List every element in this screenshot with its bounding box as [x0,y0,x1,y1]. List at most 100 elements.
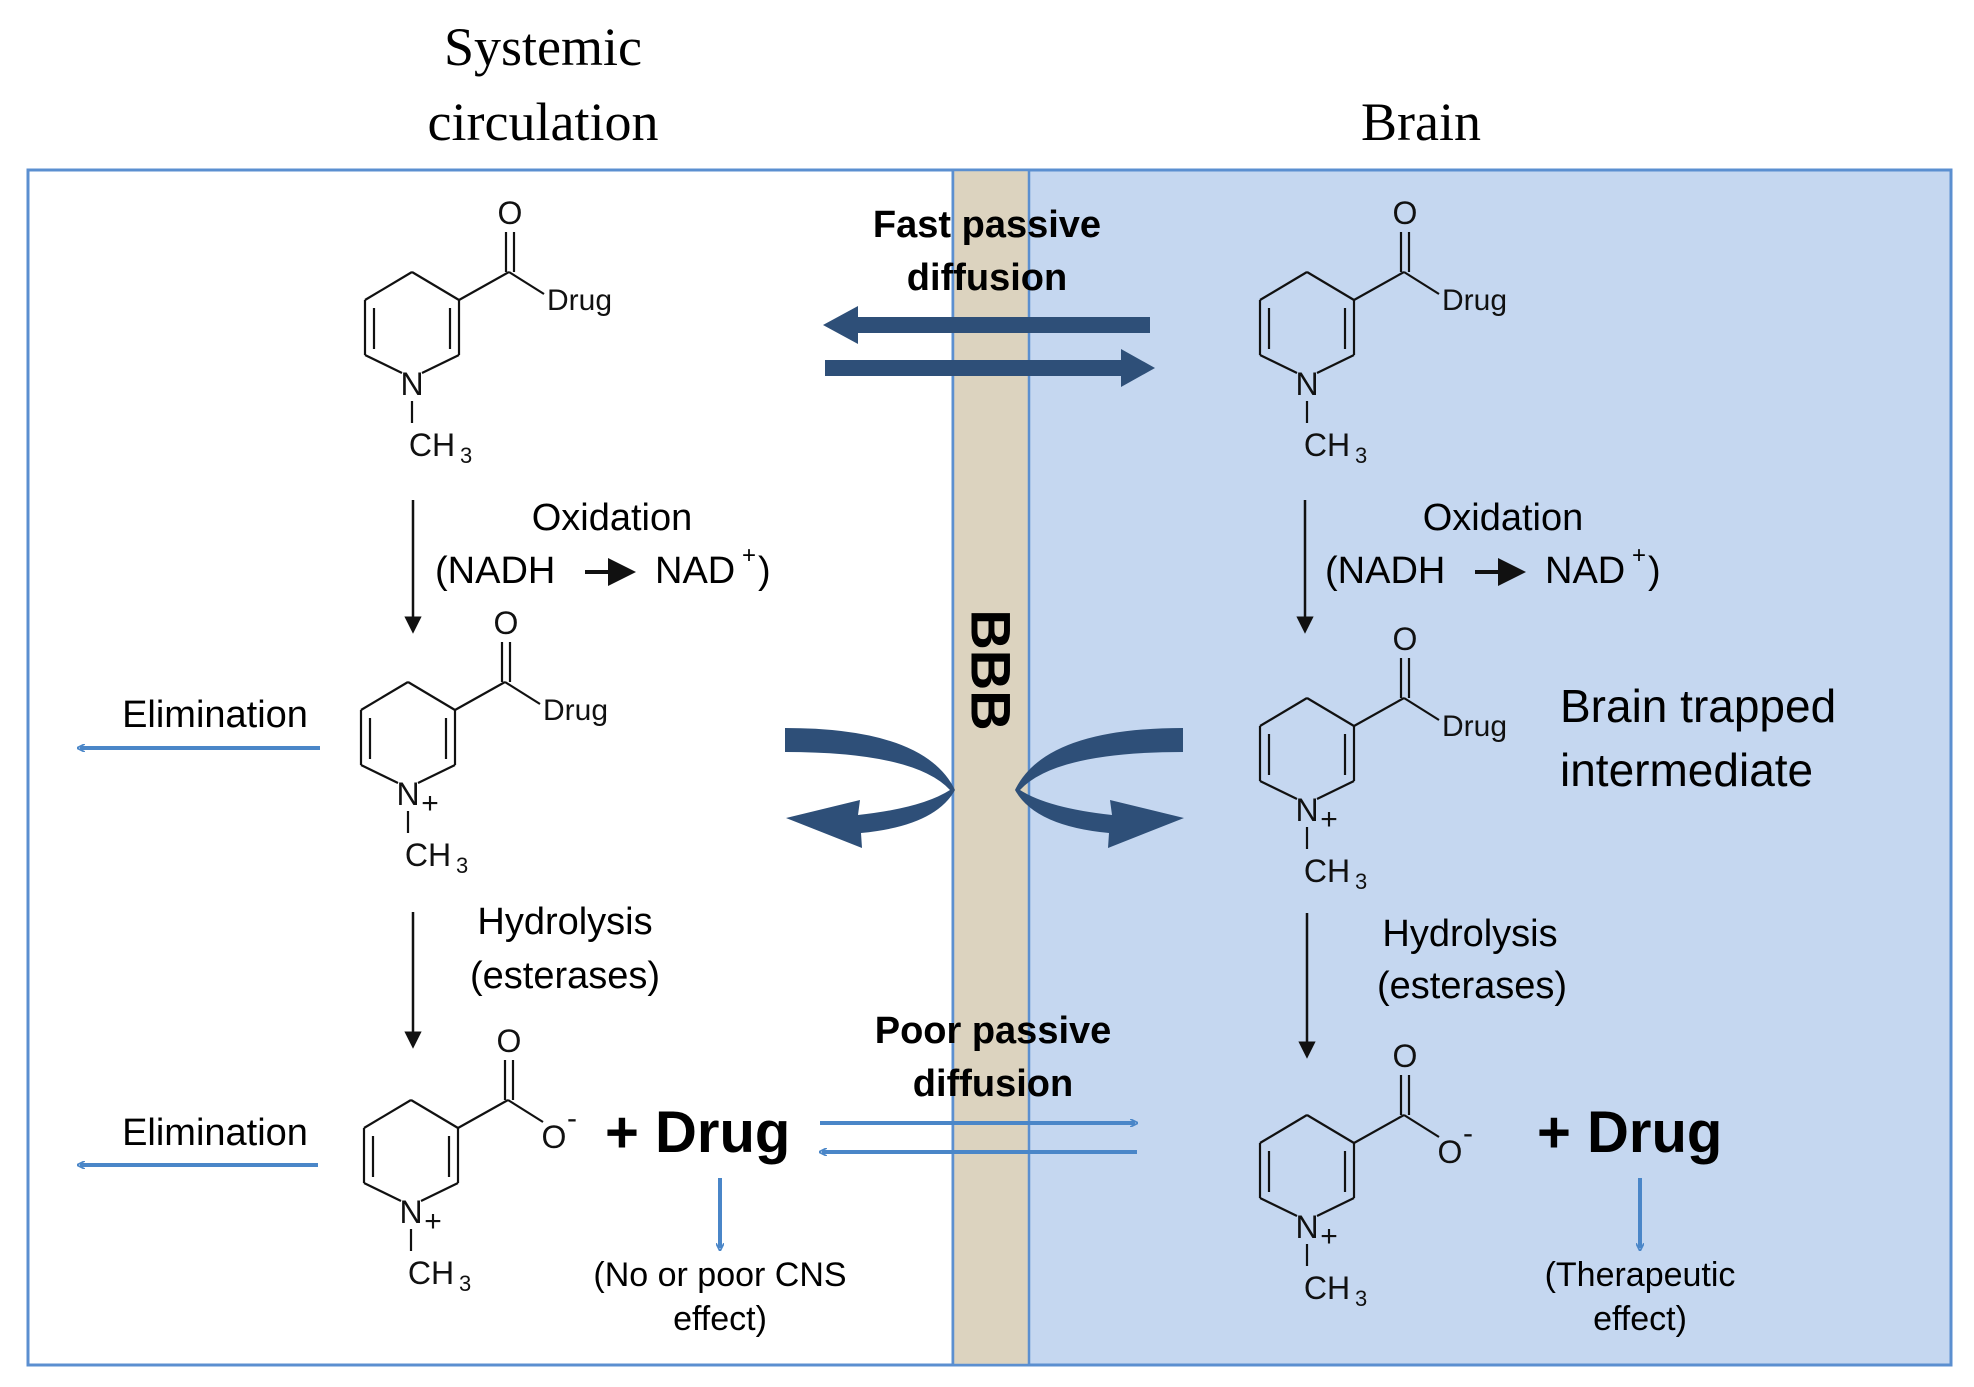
carbonyl-oxygen: O [1393,1038,1418,1074]
ring-bond [1306,1114,1355,1144]
nitrogen-atom: N [396,776,419,812]
ring-bond [420,1182,459,1202]
svg-text:+: + [742,542,756,569]
svg-text:(NADH: (NADH [1325,550,1445,592]
carbonyl-oxygen: O [498,195,523,231]
carbonyl-bond [458,271,510,301]
fast-diffusion-label-line2: diffusion [907,257,1067,299]
carbonyl-bond [457,1099,509,1129]
ring-bond [1316,1197,1355,1217]
nitrogen-atom: N [1295,366,1318,402]
cation-charge: + [1320,1220,1338,1253]
ring-bond [411,271,460,301]
carbonyl-oxygen: O [497,1023,522,1059]
brain-trapped-label-line1: Brain trapped [1560,680,1836,732]
ring-bond [410,1099,459,1129]
methyl-group: CH [409,427,455,463]
carbonyl-oxygen: O [1393,621,1418,657]
fast-diffusion-label-line1: Fast passive [873,204,1101,246]
systemic-heading-line2: circulation [428,92,659,152]
brain-effect-line2: effect) [1593,1300,1687,1338]
systemic-panel [26,168,955,1367]
brain-oxidation-label: Oxidation [1423,497,1584,539]
brain-plus-drug: + Drug [1537,1100,1722,1165]
bbb-barrier [951,168,1031,1367]
methyl-group: CH [408,1255,454,1291]
nitrogen-atom: N [399,1194,422,1230]
methyl-subscript: 3 [459,1271,471,1296]
brain-heading: Brain [1361,92,1481,152]
systemic-hydrolysis-label: Hydrolysis [477,901,652,943]
systemic-esterases-label: (esterases) [470,955,660,997]
ring-bond [364,354,403,374]
carbonyl-bond [1353,1114,1405,1144]
systemic-plus-drug: + Drug [605,1100,790,1165]
systemic-heading-line1: Systemic [444,17,642,77]
ring-bond [421,354,460,374]
drug-group: Drug [1442,710,1507,743]
methyl-subscript: 3 [460,443,472,468]
brain-effect-line1: (Therapeutic [1545,1256,1736,1294]
brain-hydrolysis-label: Hydrolysis [1382,913,1557,955]
carbonyl-bond [454,681,506,711]
bbb-label: BBB [960,609,1023,730]
ring-bond [1259,780,1298,800]
nitrogen-atom: N [1295,1209,1318,1245]
ring-bond [1259,697,1308,727]
carbonyl-oxygen: O [494,605,519,641]
ring-bond [360,681,409,711]
ring-bond [1316,354,1355,374]
ester-bond [504,681,541,705]
systemic-effect-line2: effect) [673,1300,767,1338]
drug-group: Drug [543,694,608,727]
ester-bond [1403,697,1440,721]
methyl-group: CH [405,837,451,873]
ring-bond [1259,354,1298,374]
ring-bond [1259,1114,1308,1144]
elimination-label-bottom: Elimination [122,1112,308,1154]
ring-bond [363,1182,402,1202]
systemic-recirculation-arrow [785,728,955,848]
fast-diffusion-arrow-left [823,306,1150,344]
ring-bond [1316,780,1355,800]
nitrogen-atom: N [400,366,423,402]
methyl-group: CH [1304,1270,1350,1306]
svg-text:): ) [1648,550,1661,592]
carbonyl-oxygen: O [1393,195,1418,231]
ring-bond [407,681,456,711]
systemic-effect-line1: (No or poor CNS [593,1256,846,1294]
ring-bond [360,764,399,784]
anion-charge: - [1463,1117,1473,1150]
cation-charge: + [1320,803,1338,836]
carboxylate-oxygen: O [542,1119,567,1155]
methyl-group: CH [1304,853,1350,889]
brain-trapped-label-line2: intermediate [1560,744,1813,796]
methyl-subscript: 3 [1355,1286,1367,1311]
cation-charge: + [424,1205,442,1238]
brain-trapping-arrow [1015,728,1184,848]
nitrogen-atom: N [1295,792,1318,828]
ring-bond [1306,271,1355,301]
ring-bond [363,1099,412,1129]
methyl-subscript: 3 [1355,869,1367,894]
ring-bond [417,764,456,784]
svg-text:+: + [1632,542,1646,569]
systemic-oxidation-label: Oxidation [532,497,693,539]
ring-bond [1259,1197,1298,1217]
ring-bond [364,271,413,301]
ester-bond [1403,1114,1440,1138]
svg-text:): ) [758,550,771,592]
poor-diffusion-label-line2: diffusion [913,1063,1073,1105]
brain-nadh-conversion: (NADH NAD + ) [1325,542,1661,592]
carbonyl-bond [1353,271,1405,301]
ester-bond [508,271,545,295]
methyl-group: CH [1304,427,1350,463]
fast-diffusion-arrow-right [825,349,1155,387]
